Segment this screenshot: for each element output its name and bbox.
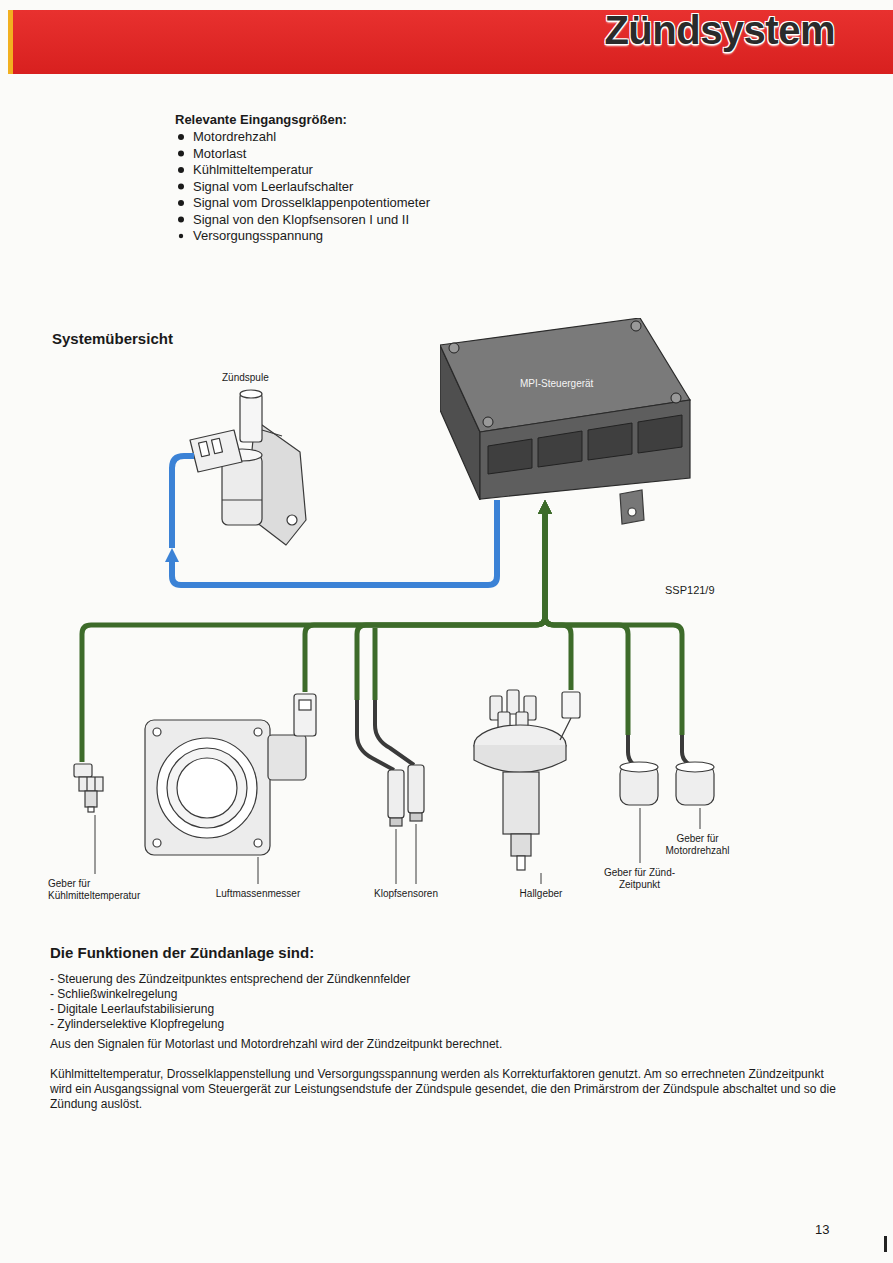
leader-line: [700, 808, 701, 829]
connector-slot: [538, 431, 582, 467]
component-label: MPI-Steuergerät: [520, 378, 620, 390]
signal-connector: [545, 514, 682, 735]
leader-line: [640, 808, 641, 863]
component-label: Hallgeber: [507, 888, 575, 900]
coolant-sensor-drawing: [74, 764, 103, 812]
function-item: - Zylinderselektive Klopfregelung: [50, 1017, 224, 1031]
body-text: Kühlmitteltemperatur, Drosselklappenstel…: [50, 1067, 845, 1112]
component-label: Zündspule: [222, 372, 302, 384]
timing-sensor-drawing: [620, 735, 658, 805]
list-item: Motorlast: [193, 146, 246, 162]
sensor-engine-speed: Geber für Motordrehzahl: [655, 735, 740, 856]
leader-line: [416, 824, 417, 884]
component-label: Geber für Kühlmitteltemperatur: [48, 878, 160, 901]
edge-mark: [884, 1236, 887, 1252]
list-item: Motordrehzahl: [193, 129, 276, 145]
screw: [671, 393, 681, 403]
component-label: Luftmassenmesser: [206, 888, 310, 900]
list-item: Signal von den Klopfsensoren I und II: [193, 212, 409, 228]
sensor-ignition-timing: Geber für Zünd-Zeitpunkt: [592, 735, 687, 890]
leader-line: [396, 829, 397, 884]
component-ignition-coil: Zündspule: [160, 370, 310, 548]
list-item: Kühlmitteltemperatur: [193, 162, 313, 178]
function-item: - Steuerung des Zündzeitpunktes entsprec…: [50, 972, 410, 986]
sensor-air-mass: Luftmassenmesser: [140, 692, 320, 900]
signal-connector: [545, 514, 571, 690]
screw: [449, 343, 459, 353]
air-mass-meter-drawing: [145, 694, 316, 855]
ecu-mounting-tab: [620, 490, 644, 524]
distributor-drawing: [474, 690, 580, 870]
list-item: Versorgungsspannung: [193, 228, 323, 244]
sensor-hall: Hallgeber: [462, 690, 582, 900]
coil-wire: [172, 456, 194, 548]
connector-slot: [638, 415, 682, 453]
signal-connector: [82, 514, 545, 762]
header-edge: [8, 10, 13, 74]
knock-sensor-wire: [373, 628, 378, 700]
signal-connector: [305, 514, 545, 692]
ignition-coil-drawing: [190, 390, 306, 545]
connector-slot: [488, 439, 532, 474]
screw: [631, 321, 641, 331]
bullet-dots: [178, 134, 184, 238]
leader-line: [258, 857, 259, 884]
control-unit-housing: [440, 318, 692, 500]
body-text: Aus den Signalen für Motorlast und Motor…: [50, 1037, 502, 1051]
sensor-coolant: Geber für Kühlmitteltemperatur: [42, 762, 162, 901]
component-label: Klopfsensoren: [362, 888, 450, 900]
leader-line: [95, 815, 96, 874]
section-heading: Systemübersicht: [52, 330, 173, 348]
page-title: Zündsystem: [604, 8, 835, 53]
component-label: Geber für Motordrehzahl: [655, 833, 740, 856]
signal-connector: [172, 500, 497, 585]
housing-front: [480, 400, 690, 499]
knock-sensors-drawing: [357, 700, 424, 826]
function-item: - Schließwinkelregelung: [50, 987, 177, 1001]
screw: [483, 417, 493, 427]
list-item: Signal vom Drosselklappenpotentiometer: [193, 195, 430, 211]
leader-line: [541, 873, 542, 884]
list-item: Signal vom Leerlaufschalter: [193, 179, 353, 195]
connector-slot: [588, 423, 632, 460]
section-heading: Die Funktionen der Zündanlage sind:: [50, 944, 314, 962]
function-item: - Digitale Leerlaufstabilisierung: [50, 1002, 214, 1016]
control-unit: MPI-Steuergerät: [440, 318, 692, 500]
signal-connector: [357, 514, 545, 700]
component-label: Geber für Zünd-Zeitpunkt: [592, 867, 687, 890]
figure-code: SSP121/9: [665, 584, 715, 597]
page-number: 13: [815, 1222, 829, 1238]
speed-sensor-drawing: [676, 735, 714, 805]
sensor-knock: Klopfsensoren: [338, 700, 438, 900]
list-heading: Relevante Eingangsgrößen:: [175, 112, 347, 128]
